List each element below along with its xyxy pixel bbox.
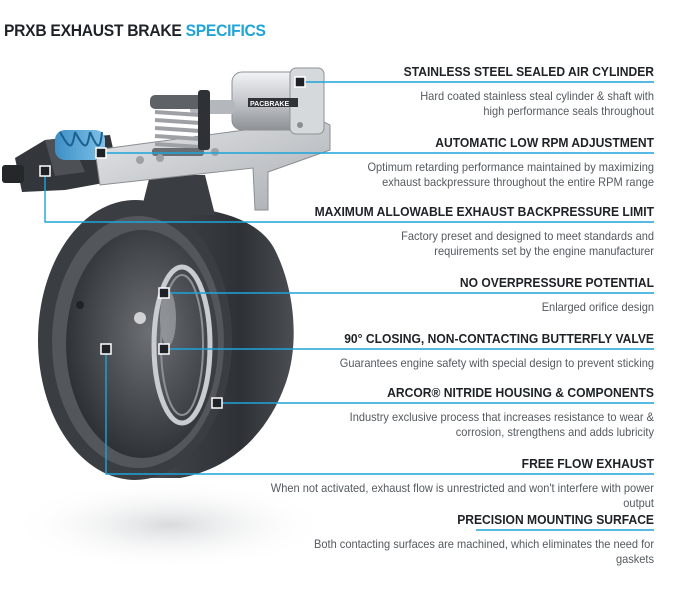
marker-overpressure (158, 287, 170, 299)
feature-air-cylinder: STAINLESS STEEL SEALED AIR CYLINDER Hard… (274, 64, 654, 119)
housing-inner (66, 230, 218, 458)
feature-title: NO OVERPRESSURE POTENTIAL (459, 275, 654, 290)
feature-overpressure: NO OVERPRESSURE POTENTIAL Enlarged orifi… (274, 275, 654, 315)
feature-title: AUTOMATIC LOW RPM ADJUSTMENT (435, 135, 654, 150)
callout-line-freeflow (105, 349, 654, 475)
feature-description: When not activated, exhaust flow is unre… (270, 481, 654, 510)
butterfly-valve (151, 264, 213, 426)
mounting-bracket (94, 119, 331, 211)
feature-description: Optimum retarding performance maintained… (367, 160, 654, 189)
callout-line-backpressure (44, 171, 654, 223)
floor-shadow (10, 480, 330, 570)
marker-nitride (211, 397, 223, 409)
feature-free-flow: FREE FLOW EXHAUST When not activated, ex… (234, 456, 654, 511)
marker-cylinder (294, 76, 306, 88)
feature-nitride-housing: ARCOR® NITRIDE HOUSING & COMPONENTS Indu… (274, 385, 654, 440)
adjustment-spring-stack (150, 90, 210, 156)
feature-title: ARCOR® NITRIDE HOUSING & COMPONENTS (387, 385, 654, 400)
title-accent: SPECIFICS (185, 21, 266, 40)
feature-title: FREE FLOW EXHAUST (521, 456, 654, 471)
marker-rpm (95, 147, 107, 159)
feature-description: Industry exclusive process that increase… (349, 410, 654, 439)
feature-title: STAINLESS STEEL SEALED AIR CYLINDER (403, 64, 654, 79)
feature-title: PRECISION MOUNTING SURFACE (457, 512, 654, 527)
feature-description: Factory preset and designed to meet stan… (401, 229, 654, 258)
cylinder-brand-label: PACBRAKE (250, 101, 289, 108)
page-title: PRXB EXHAUST BRAKE SPECIFICS (4, 21, 266, 41)
title-main: PRXB EXHAUST BRAKE (4, 21, 182, 40)
housing-neck (140, 175, 215, 215)
feature-title: 90° CLOSING, NON-CONTACTING BUTTERFLY VA… (344, 331, 654, 346)
feature-butterfly-valve: 90° CLOSING, NON-CONTACTING BUTTERFLY VA… (274, 331, 654, 371)
feature-description: Enlarged orifice design (541, 300, 654, 314)
feature-title: MAXIMUM ALLOWABLE EXHAUST BACKPRESSURE L… (314, 204, 654, 219)
marker-freeflow (100, 343, 112, 355)
feature-mounting-surface: PRECISION MOUNTING SURFACE Both contacti… (274, 512, 654, 567)
feature-backpressure-limit: MAXIMUM ALLOWABLE EXHAUST BACKPRESSURE L… (274, 204, 654, 259)
feature-description: Guarantees engine safety with special de… (339, 356, 654, 370)
feature-low-rpm: AUTOMATIC LOW RPM ADJUSTMENT Optimum ret… (274, 135, 654, 190)
feature-description: Hard coated stainless steal cylinder & s… (420, 89, 654, 118)
marker-butterfly (158, 343, 170, 355)
marker-backpressure (39, 165, 51, 177)
rpm-spring (55, 130, 105, 160)
feature-description: Both contacting surfaces are machined, w… (314, 537, 654, 566)
